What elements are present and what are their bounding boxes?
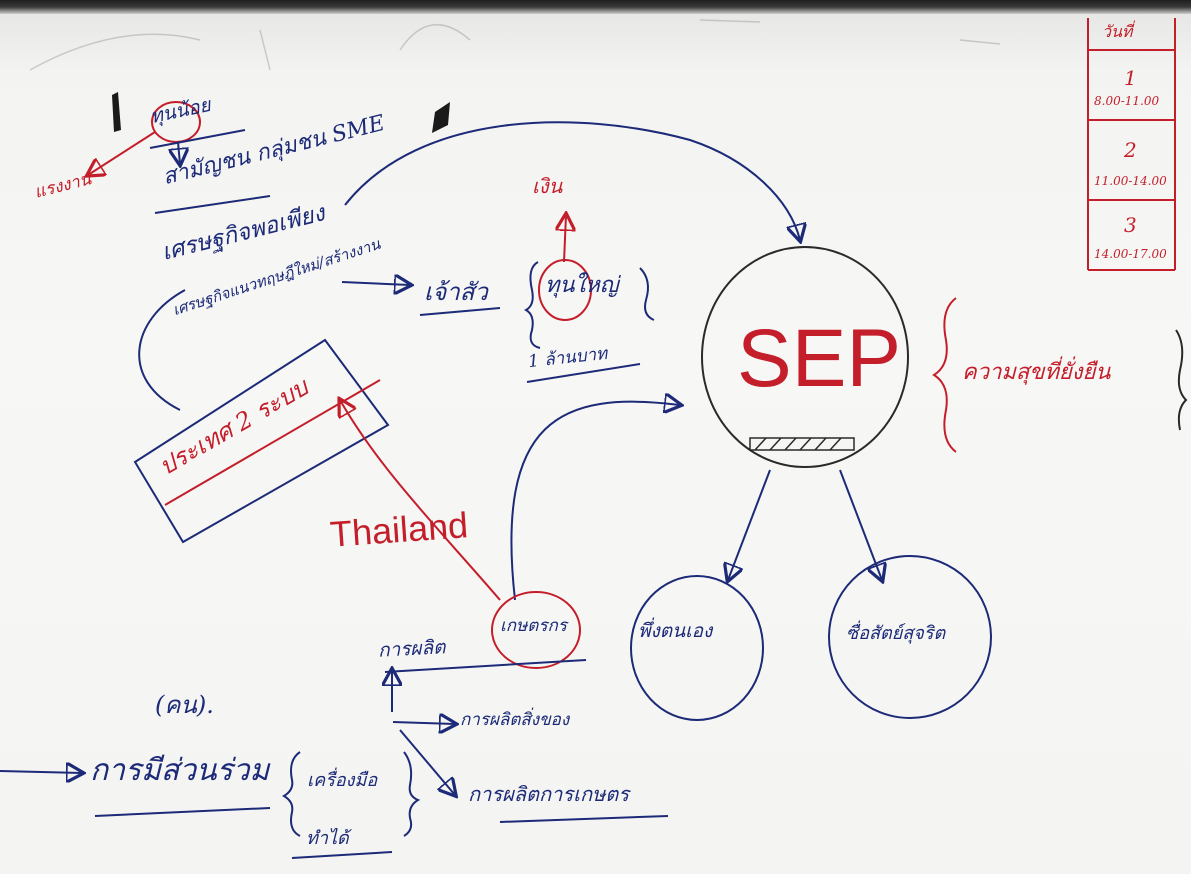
schedule-time-3: 14.00-17.00 [1094,247,1167,261]
sep-circle [701,246,909,468]
schedule-time-1: 8.00-11.00 [1094,94,1160,108]
label-production-agriculture: การผลิตการเกษตร [468,782,629,806]
label-people: (คน). [155,691,214,719]
schedule-time-2: 11.00-14.00 [1094,174,1167,188]
schedule-table [1087,18,1176,271]
circle-self-reliance [630,575,764,721]
black-mark-right [432,102,450,133]
red-circle-tun-noi [151,101,201,143]
label-doable: ทำได้ [306,828,349,849]
schedule-header: วันที่ [1102,22,1133,41]
label-participation: การมีส่วนร่วม [90,753,270,788]
whiteboard-top-frame [0,0,1191,14]
label-farmer: เกษตรกร [500,616,567,636]
label-thailand: Thailand [328,504,470,555]
arrow-to-sep [344,121,800,240]
label-production-goods: การผลิตสิ่งของ [460,710,570,730]
schedule-day-3: 3 [1124,213,1137,237]
left-arc [138,289,186,411]
label-sep: SEP [737,313,902,404]
label-production: การผลิต [377,636,447,662]
schedule-day-2: 2 [1124,138,1137,162]
label-honesty: ซื่อสัตย์สุจริต [846,623,946,644]
label-sustainable-happiness: ความสุขที่ยั่งยืน [962,360,1111,385]
label-tools: เครื่องมือ [307,770,378,791]
red-arrow-to-labor [88,131,156,175]
smudge-marks [29,19,1001,71]
country-box [133,338,390,544]
thailand-arrow [340,400,501,601]
underline-tun-noi [149,129,246,149]
schedule-day-1: 1 [1124,66,1137,90]
underline-line1 [154,195,271,214]
label-self-reliance: พึ่งตนเอง [638,620,713,642]
label-big-capital: ทุนใหญ่ [545,273,619,298]
circle-honesty [828,555,992,719]
black-mark-left [112,92,121,132]
red-circle-farmer [491,591,581,669]
label-tycoon: เจ้าสัว [424,278,488,306]
label-money: เงิน [532,174,563,198]
